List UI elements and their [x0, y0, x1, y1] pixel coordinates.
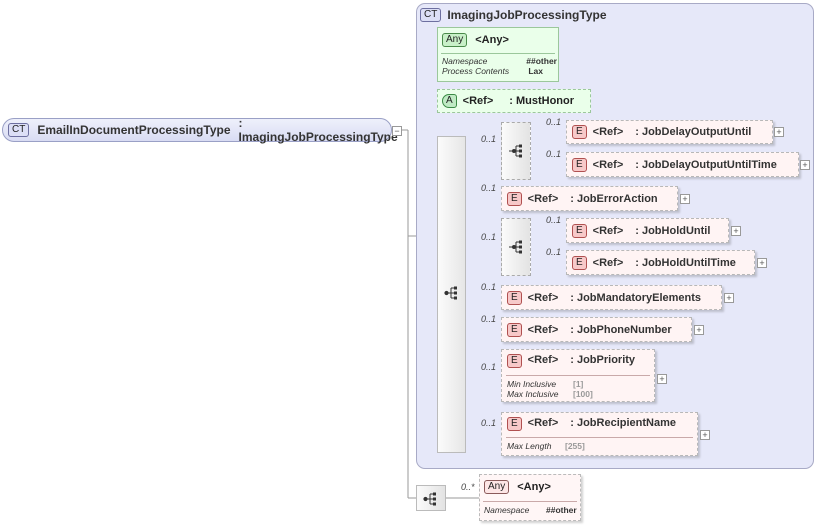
element-name: : JobDelayOutputUntil	[635, 126, 752, 138]
namespace-label: Namespace	[484, 505, 530, 515]
element-ref: <Ref>	[527, 291, 559, 304]
facet-label: Max Inclusive	[507, 389, 559, 399]
any-badge: Any	[484, 480, 510, 494]
facet-value: [255]	[565, 441, 585, 451]
element-name: : JobMandatoryElements	[570, 291, 702, 304]
namespace-value: ##other	[526, 56, 557, 66]
element-badge: E	[507, 290, 522, 305]
namespace-value: ##other	[546, 505, 577, 515]
root-complex-type[interactable]: CT EmailInDocumentProcessingType : Imagi…	[2, 116, 398, 144]
element-ref: <Ref>	[527, 192, 559, 205]
element-ref: <Ref>	[527, 417, 559, 429]
element-name: : JobPriority	[570, 354, 636, 366]
element-job-delay-output-until[interactable]: E <Ref> : JobDelayOutputUntil	[566, 120, 773, 144]
element-job-phone-number[interactable]: E <Ref> : JobPhoneNumber	[501, 317, 692, 342]
expand-button[interactable]: +	[800, 160, 810, 170]
expand-button[interactable]: +	[657, 374, 667, 384]
element-job-priority[interactable]: E <Ref> : JobPriority Min Inclusive [1] M…	[501, 349, 655, 402]
element-job-recipient-name[interactable]: E <Ref> : JobRecipientName Max Length [25…	[501, 412, 698, 456]
multiplicity-label: 0..1	[546, 149, 562, 159]
element-job-mandatory-elements[interactable]: E <Ref> : JobMandatoryElements	[501, 285, 722, 310]
any-title: <Any>	[475, 34, 509, 46]
process-contents-value: Lax	[528, 66, 543, 76]
collapse-button[interactable]: −	[392, 126, 402, 136]
element-job-error-action[interactable]: E <Ref> : JobErrorAction	[501, 186, 678, 211]
multiplicity-label: 0..1	[546, 247, 562, 257]
root-base-type: : ImagingJobProcessingType	[238, 116, 398, 144]
element-badge: E	[507, 354, 522, 368]
element-job-hold-until-time[interactable]: E <Ref> : JobHoldUntilTime	[566, 250, 755, 275]
namespace-label: Namespace	[442, 56, 488, 66]
facet-value: [1]	[573, 379, 584, 389]
element-ref: <Ref>	[592, 256, 624, 269]
element-ref: <Ref>	[527, 354, 559, 366]
container-name: ImagingJobProcessingType	[447, 8, 607, 22]
sequence-compositor-small[interactable]	[416, 485, 446, 511]
choice-compositor-hold[interactable]	[501, 218, 531, 276]
element-name: : JobErrorAction	[570, 192, 658, 205]
element-name: : JobHoldUntilTime	[635, 256, 736, 269]
attribute-badge: A	[442, 94, 457, 108]
choice-icon	[508, 143, 524, 159]
element-job-delay-output-until-time[interactable]: E <Ref> : JobDelayOutputUntilTime	[566, 152, 799, 177]
multiplicity-label: 0..1	[546, 117, 562, 127]
any-badge: Any	[442, 33, 468, 47]
multiplicity-label: 0..1	[481, 418, 497, 428]
element-badge: E	[507, 191, 522, 206]
any-wildcard-bottom[interactable]: Any <Any> Namespace ##other	[479, 474, 581, 521]
expand-button[interactable]: +	[724, 293, 734, 303]
complex-type-icon: CT	[8, 123, 30, 137]
facet-label: Max Length	[507, 441, 552, 451]
container-title: CT ImagingJobProcessingType	[420, 8, 607, 22]
any-wildcard[interactable]: Any <Any> Namespace ##other Process Cont…	[437, 27, 559, 82]
element-ref: <Ref>	[527, 323, 559, 336]
expand-button[interactable]: +	[694, 325, 704, 335]
multiplicity-label: 0..1	[481, 134, 497, 144]
facet-label: Min Inclusive	[507, 379, 557, 389]
element-name: : JobPhoneNumber	[570, 323, 672, 336]
multiplicity-label: 0..1	[481, 282, 497, 292]
multiplicity-label: 0..1	[481, 362, 497, 372]
expand-button[interactable]: +	[680, 194, 690, 204]
any-title: <Any>	[517, 481, 551, 493]
element-name: : JobRecipientName	[570, 417, 676, 429]
sequence-icon	[444, 285, 460, 301]
element-ref: <Ref>	[592, 224, 624, 237]
element-badge: E	[572, 223, 587, 238]
facet-value: [100]	[573, 389, 593, 399]
element-name: : JobDelayOutputUntilTime	[635, 158, 777, 171]
multiplicity-label: 0..1	[481, 183, 497, 193]
element-job-hold-until[interactable]: E <Ref> : JobHoldUntil	[566, 218, 729, 243]
multiplicity-label: 0..*	[461, 482, 475, 492]
element-badge: E	[572, 255, 587, 270]
attribute-must-honor[interactable]: A <Ref> : MustHonor	[437, 89, 591, 113]
expand-button[interactable]: +	[700, 430, 710, 440]
choice-compositor-delay[interactable]	[501, 122, 531, 180]
sequence-compositor[interactable]	[437, 136, 466, 453]
expand-button[interactable]: +	[774, 127, 784, 137]
sequence-icon	[423, 491, 439, 507]
choice-icon	[508, 239, 524, 255]
multiplicity-label: 0..1	[481, 232, 497, 242]
expand-button[interactable]: +	[757, 258, 767, 268]
process-contents-label: Process Contents	[442, 66, 510, 76]
element-ref: <Ref>	[592, 126, 624, 138]
element-badge: E	[572, 157, 587, 172]
element-badge: E	[572, 125, 587, 139]
element-name: : JobHoldUntil	[635, 224, 711, 237]
element-ref: <Ref>	[592, 158, 624, 171]
expand-button[interactable]: +	[731, 226, 741, 236]
multiplicity-label: 0..1	[546, 215, 562, 225]
element-badge: E	[507, 322, 522, 337]
complex-type-badge: CT	[420, 8, 442, 22]
attribute-ref: <Ref>	[462, 95, 494, 107]
multiplicity-label: 0..1	[481, 314, 497, 324]
attribute-name: : MustHonor	[509, 95, 575, 107]
root-type-name: EmailInDocumentProcessingType	[37, 123, 231, 137]
element-badge: E	[507, 417, 522, 431]
